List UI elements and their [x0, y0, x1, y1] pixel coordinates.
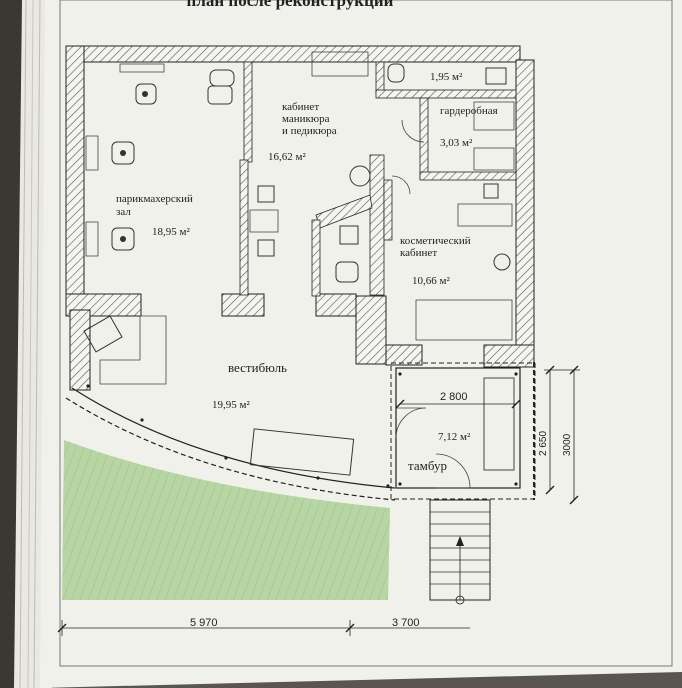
interior-partitions: [239, 61, 517, 297]
facade-curve-inner: [71, 387, 396, 489]
room-name-line: зал: [116, 206, 131, 218]
dimension-label: 3 700: [392, 617, 420, 629]
vestibule-furniture: [83, 315, 355, 476]
room-name-line: косметический: [400, 235, 471, 247]
room-label-manicure: кабинет маникюра и педикюра 16,62 м²: [268, 101, 337, 163]
wc-wardrobe-furniture: [387, 63, 515, 171]
room-label-wc: 1,95 м²: [430, 71, 463, 83]
dimension-bottom: 5 970 3 700: [57, 617, 470, 636]
entrance-stairs: [429, 499, 491, 605]
room-area: 19,95 м²: [212, 399, 250, 411]
dimension-label: 5 970: [190, 617, 218, 629]
room-label-vestibule: вестибюль 19,95 м²: [212, 360, 287, 411]
dimension-right: 2 650 3000: [538, 365, 580, 505]
room-name-line: маникюра: [282, 113, 330, 125]
salon-furniture: [85, 63, 165, 257]
room-name-line: кабинет: [400, 247, 437, 259]
room-name-line: гардеробная: [440, 105, 498, 117]
tambour-block: [390, 362, 536, 500]
room-area: 3,03 м²: [440, 137, 473, 149]
room-label-tambour: тамбур 7,12 м²: [408, 431, 471, 473]
dimension-label: 3000: [562, 433, 573, 456]
room-area: 18,95 м²: [152, 226, 190, 238]
dimension-label: 2 650: [538, 431, 549, 456]
room-name-line: кабинет: [282, 101, 319, 113]
facade-curve-outer: [65, 397, 396, 501]
room-label-cosmetic: косметический кабинет 10,66 м²: [400, 235, 471, 287]
dimension-label: 2 800: [440, 391, 468, 403]
room-name-line: тамбур: [408, 458, 447, 473]
cosmetic-furniture: [391, 175, 513, 341]
room-label-salon: парикмахерский зал 18,95 м²: [116, 193, 193, 238]
room-name-line: парикмахерский: [116, 193, 193, 205]
room-area: 10,66 м²: [412, 275, 450, 287]
room-area: 7,12 м²: [438, 431, 471, 443]
lawn-area: [62, 440, 390, 600]
plan-title: план после реконструкции: [187, 0, 394, 10]
room-area: 16,62 м²: [268, 151, 306, 163]
manicure-furniture: [207, 51, 371, 283]
drawing-frame: [59, 0, 673, 667]
room-name-line: и педикюра: [282, 125, 337, 137]
room-label-wardrobe: гардеробная 3,03 м²: [440, 105, 498, 149]
dimension-tambour-width: 2 800: [395, 391, 521, 409]
room-area: 1,95 м²: [430, 71, 463, 83]
room-name-line: вестибюль: [228, 360, 287, 375]
outer-walls: [65, 45, 535, 391]
